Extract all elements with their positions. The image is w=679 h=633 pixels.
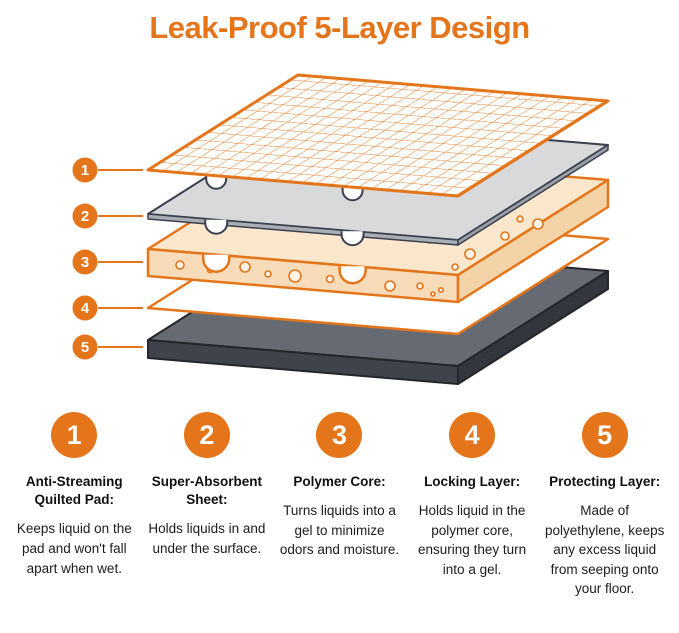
legend-item-2: 2 Super-Absorbent Sheet: Holds liquids i…: [141, 412, 274, 559]
legend-description-5: Made of polyethylene, keeps any excess l…: [545, 503, 665, 597]
legend-item-3: 3 Polymer Core: Turns liquids into a gel…: [273, 412, 406, 560]
callout-4-number: 4: [81, 300, 90, 317]
callout-5-number: 5: [81, 339, 89, 356]
legend-heading-4: Locking Layer:: [424, 474, 521, 489]
legend-item-4: 4 Locking Layer: Holds liquid in the pol…: [406, 412, 539, 579]
callout-4: 4: [72, 295, 143, 321]
page-title: Leak-Proof 5-Layer Design: [149, 10, 530, 45]
legend-description-3: Turns liquids into a gel to minimize odo…: [279, 503, 400, 558]
base-right-face: [457, 270, 609, 385]
exploded-layers-diagram: 1 2 3 4 5: [0, 48, 679, 396]
legend-description-2: Holds liquids in and under the surface.: [148, 521, 266, 556]
legend-item-1: 1 Anti-Streaming Quilted Pad: Keeps liqu…: [8, 412, 141, 578]
legend-description-4: Holds liquid in the polymer core, ensuri…: [418, 503, 527, 577]
callout-3-number: 3: [81, 254, 89, 271]
legend-item-5: 5 Protecting Layer: Made of polyethylene…: [538, 412, 671, 599]
sheet-right-edge: [457, 144, 609, 246]
callout-5: 5: [72, 334, 143, 360]
legend-number-badge-1: 1: [51, 412, 98, 458]
legend-heading-3: Polymer Core:: [293, 474, 386, 489]
callout-2-number: 2: [81, 208, 89, 225]
callout-1: 1: [72, 157, 143, 183]
core-right-face: [456, 178, 610, 304]
legend-description-1: Keeps liquid on the pad and won't fall a…: [16, 521, 132, 576]
legend-number-badge-3: 3: [316, 412, 363, 458]
callout-2: 2: [72, 203, 143, 229]
legend-heading-1: Anti-Streaming Quilted Pad:: [25, 474, 123, 508]
layer-1-quilted-mesh-pad: [146, 73, 610, 202]
core-notches: [201, 254, 367, 285]
legend-heading-5: Protecting Layer:: [549, 474, 661, 489]
legend-number-badge-4: 4: [449, 412, 496, 458]
callout-1-number: 1: [81, 162, 89, 179]
mesh-hang-tabs: [205, 175, 364, 202]
sheet-notches: [204, 219, 365, 247]
legend-heading-2: Super-Absorbent Sheet:: [151, 474, 263, 508]
callout-3: 3: [72, 249, 143, 275]
layer-legend: 1 Anti-Streaming Quilted Pad: Keeps liqu…: [0, 412, 679, 599]
five-layer-exploded-diagram-svg: 1 2 3 4 5: [72, 73, 610, 385]
diagram-callouts: 1 2 3 4 5: [72, 157, 143, 360]
legend-number-badge-5: 5: [581, 412, 628, 458]
mesh-grid-face: [146, 73, 610, 198]
legend-number-badge-2: 2: [183, 412, 230, 458]
